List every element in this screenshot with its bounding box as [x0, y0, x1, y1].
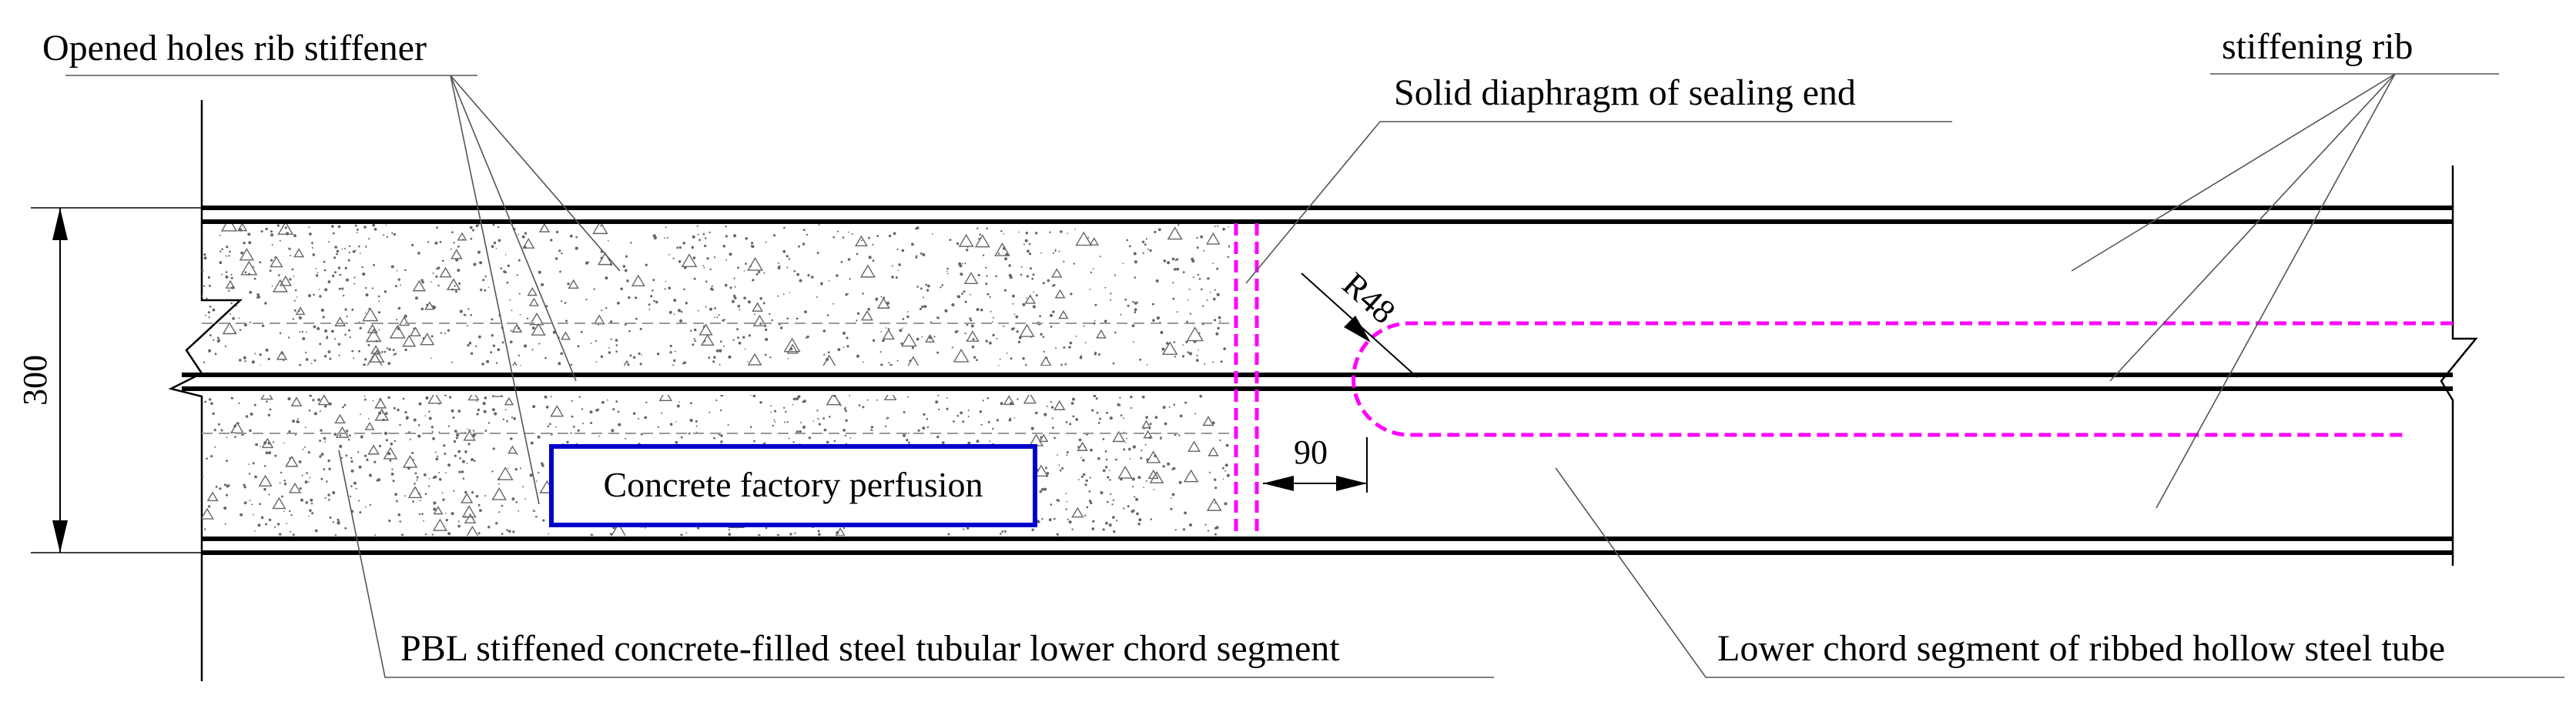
ribbed-hollow-label: Lower chord segment of ribbed hollow ste… [1717, 628, 2445, 669]
concrete-perfusion-text: Concrete factory perfusion [603, 465, 983, 504]
leader-opened-holes-4 [450, 75, 540, 505]
r48-slot-outline [1352, 321, 2453, 437]
top-flange [202, 206, 2453, 224]
height-dimension-text: 300 [16, 355, 54, 406]
bottom-flange [202, 537, 2453, 555]
leader-solid-diaphragm [1245, 121, 1952, 284]
leader-stiffening-rib-4 [2156, 73, 2396, 509]
radius-text: R48 [1335, 265, 1402, 331]
middle-web [182, 373, 2453, 391]
concrete-fill-top [202, 223, 1230, 366]
stiffening-rib-label: stiffening rib [2222, 26, 2413, 67]
leader-opened-holes-3 [450, 75, 577, 382]
leader-ribbed-hollow [1555, 467, 2564, 678]
solid-diaphragm [1234, 223, 1259, 537]
radius-leader [1301, 272, 1418, 378]
opened-holes-label: Opened holes rib stiffener [42, 28, 427, 69]
leader-pbl-segment [338, 450, 1494, 678]
pbl-segment-label: PBL stiffened concrete-filled steel tubu… [400, 628, 1340, 669]
leader-opened-holes-2 [450, 75, 621, 272]
leader-stiffening-rib-3 [2109, 73, 2396, 382]
leader-stiffening-rib-2 [2071, 73, 2396, 272]
aggregate-pattern-top [202, 223, 1230, 366]
concrete-perfusion-box [549, 444, 1037, 527]
gap-dimension [1263, 437, 1368, 493]
left-break-line [168, 100, 243, 681]
leader-lines [65, 73, 2564, 678]
gap-dimension-text: 90 [1294, 433, 1328, 471]
right-break-line [2440, 165, 2478, 566]
solid-diaphragm-label: Solid diaphragm of sealing end [1394, 72, 1856, 113]
height-dimension [31, 207, 202, 553]
